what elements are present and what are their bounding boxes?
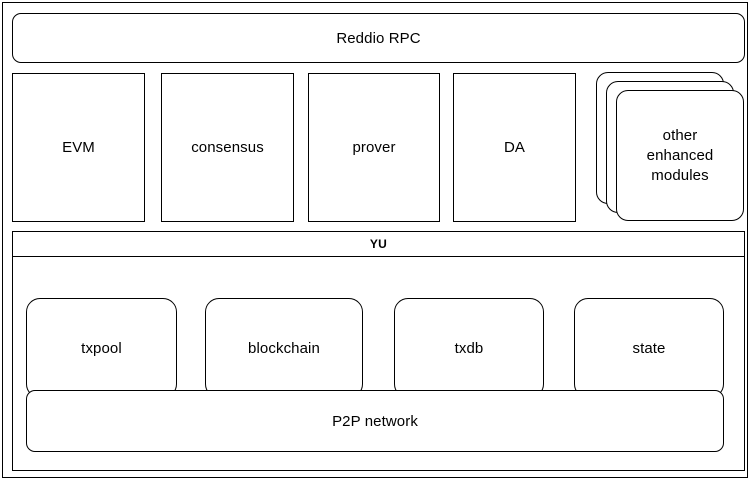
component-label-txpool: txpool: [81, 339, 122, 357]
component-box-blockchain[interactable]: blockchain: [205, 298, 363, 398]
component-box-state[interactable]: state: [574, 298, 724, 398]
module-box-da[interactable]: DA: [453, 73, 576, 222]
yu-component-row: txpool blockchain txdb state: [13, 257, 744, 398]
stack-card-label-line-1: other: [662, 126, 698, 144]
p2p-network-box[interactable]: P2P network: [26, 390, 724, 452]
yu-container: YU txpool blockchain txdb state P2P netw…: [12, 231, 745, 471]
module-label-prover: prover: [352, 139, 396, 156]
module-box-prover[interactable]: prover: [308, 73, 440, 222]
module-label-da: DA: [503, 139, 526, 156]
reddio-rpc-label: Reddio RPC: [336, 29, 421, 47]
stack-card-label: other enhanced modules: [617, 126, 743, 186]
p2p-network-label: P2P network: [332, 412, 418, 430]
component-box-txdb[interactable]: txdb: [394, 298, 544, 398]
stack-card-label-line-2: enhanced: [646, 146, 714, 164]
module-box-evm[interactable]: EVM: [12, 73, 145, 222]
stack-card-front[interactable]: other enhanced modules: [616, 90, 744, 221]
component-label-blockchain: blockchain: [248, 339, 320, 357]
component-box-txpool[interactable]: txpool: [26, 298, 177, 398]
reddio-rpc-box[interactable]: Reddio RPC: [12, 13, 745, 63]
component-label-state: state: [632, 339, 666, 357]
yu-header-label: YU: [369, 237, 388, 251]
module-label-evm: EVM: [62, 139, 95, 156]
component-label-txdb: txdb: [454, 339, 484, 357]
module-row: EVM consensus prover DA other enhanced m…: [3, 3, 751, 233]
module-box-consensus[interactable]: consensus: [161, 73, 294, 222]
stack-card-label-line-3: modules: [651, 166, 709, 184]
module-stack-other-enhanced-modules[interactable]: other enhanced modules: [596, 72, 746, 222]
yu-header: YU: [13, 232, 744, 257]
module-label-consensus: consensus: [191, 139, 264, 156]
